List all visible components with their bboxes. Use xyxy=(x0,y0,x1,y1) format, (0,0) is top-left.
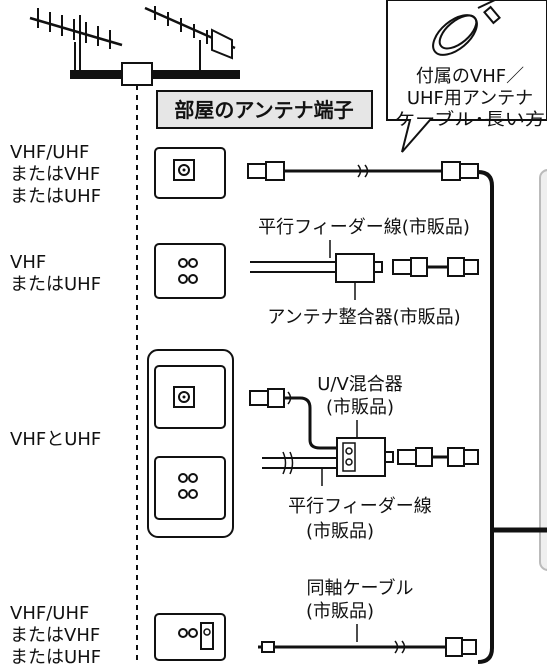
svg-text:(市販品): (市販品) xyxy=(306,601,374,622)
row-3-type-label: VHFとUHF xyxy=(10,429,101,450)
callout-line-1: 付属のVHF／ xyxy=(416,66,524,87)
row-2-type-label: VHF またはUHF xyxy=(10,252,101,295)
right-bracket xyxy=(477,170,494,664)
row-1-type-label: VHF/UHF またはVHF またはUHF xyxy=(10,142,101,207)
svg-text:U/V混合器: U/V混合器 xyxy=(317,374,403,395)
svg-text:VHF/UHF: VHF/UHF xyxy=(10,142,89,163)
wall-plate-dual xyxy=(147,349,234,538)
svg-text:VHF: VHF xyxy=(10,252,46,273)
antenna-matcher-label: アンテナ整合器(市販品) xyxy=(267,307,460,328)
accessory-callout: 付属のVHF／ UHF用アンテナ ケーブル･長い方 xyxy=(386,0,547,153)
wall-terminal-coax-1 xyxy=(154,147,226,199)
callout-line-2: UHF用アンテナ xyxy=(407,88,533,109)
uv-mixer-assembly xyxy=(249,388,479,477)
svg-text:(市販品): (市販品) xyxy=(326,397,394,418)
svg-text:VHF/UHF: VHF/UHF xyxy=(10,603,89,624)
svg-text:VHFとUHF: VHFとUHF xyxy=(10,429,101,450)
coiled-cable-icon xyxy=(432,0,501,56)
coax-cable-label: 同軸ケーブル (市販品) xyxy=(306,577,413,622)
svg-text:平行フィーダー線: 平行フィーダー線 xyxy=(288,496,432,517)
accessory-cable-1 xyxy=(247,161,479,181)
row-4-type-label: VHF/UHF またはVHF またはUHF xyxy=(10,603,101,668)
svg-text:またはVHF: またはVHF xyxy=(10,625,100,646)
antenna-mast xyxy=(70,62,240,86)
parallel-feeder-label-1: 平行フィーダー線(市販品) xyxy=(258,217,470,238)
svg-text:またはVHF: またはVHF xyxy=(10,164,100,185)
feeder-and-matcher-1 xyxy=(250,253,479,283)
uhf-antenna-icon xyxy=(144,6,236,70)
svg-text:同軸ケーブル: 同軸ケーブル xyxy=(307,577,414,599)
svg-text:またはUHF: またはUHF xyxy=(10,186,101,207)
vhf-antenna-icon xyxy=(29,8,123,70)
svg-text:(市販品): (市販品) xyxy=(306,521,374,542)
header-label: 部屋のアンテナ端子 xyxy=(174,98,353,122)
svg-text:またはUHF: またはUHF xyxy=(10,274,101,295)
uv-mixer-label: U/V混合器 (市販品) xyxy=(317,374,403,418)
room-antenna-terminal-header: 部屋のアンテナ端子 xyxy=(156,90,373,129)
parallel-feeder-label-2: 平行フィーダー線 (市販品) xyxy=(288,496,432,542)
svg-text:またはUHF: またはUHF xyxy=(10,647,101,668)
wall-terminal-combo-4 xyxy=(154,613,226,661)
wall-terminal-feeder-2 xyxy=(154,243,226,299)
callout-line-3: ケーブル･長い方 xyxy=(395,109,545,130)
tv-panel-edge xyxy=(539,169,547,571)
coax-cable-4 xyxy=(258,637,477,657)
